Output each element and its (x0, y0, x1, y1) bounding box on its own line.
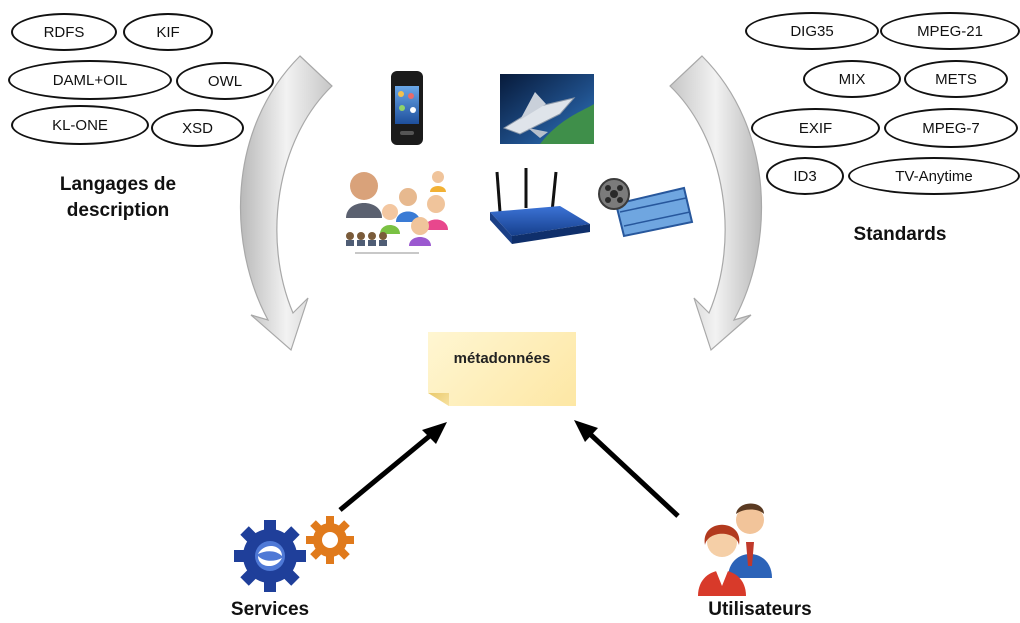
lang-daml-oil: DAML+OIL (8, 60, 172, 100)
std-mpeg-7: MPEG-7 (884, 108, 1018, 148)
metadata-note-text: métadonnées (453, 350, 551, 367)
users-label: Utilisateurs (708, 599, 812, 620)
services-arrow (338, 422, 447, 512)
left-group-label-line1: Langages de (59, 174, 177, 195)
users-icon (698, 503, 772, 596)
lang-kif: KIF (123, 13, 213, 51)
lang-rdfs: RDFS (11, 13, 117, 51)
right-group-label: Standards (853, 224, 947, 245)
gears-icon (234, 516, 354, 592)
services-label: Services (230, 599, 310, 620)
std-mets: METS (904, 60, 1008, 98)
lang-xsd: XSD (151, 109, 244, 147)
mobile-phone-icon (391, 71, 423, 145)
lang-owl: OWL (176, 62, 274, 100)
spacecraft-image-icon (500, 74, 594, 144)
left-group-label: Langages de description (18, 172, 218, 224)
std-mix: MIX (803, 60, 901, 98)
std-exif: EXIF (751, 108, 880, 148)
std-dig35: DIG35 (745, 12, 879, 50)
std-id3: ID3 (766, 157, 844, 195)
std-mpeg-21: MPEG-21 (880, 12, 1020, 50)
lang-kl-one: KL-ONE (11, 105, 149, 145)
right-curved-arrow (669, 55, 763, 352)
left-curved-arrow (239, 55, 333, 352)
left-group-label-line2: description (66, 200, 170, 221)
users-arrow (574, 420, 680, 518)
wifi-router-icon (490, 168, 590, 244)
std-tv-anytime: TV-Anytime (848, 157, 1020, 195)
metadata-note (428, 332, 576, 406)
people-community-icon (346, 171, 448, 254)
film-reel-icon (598, 178, 694, 238)
